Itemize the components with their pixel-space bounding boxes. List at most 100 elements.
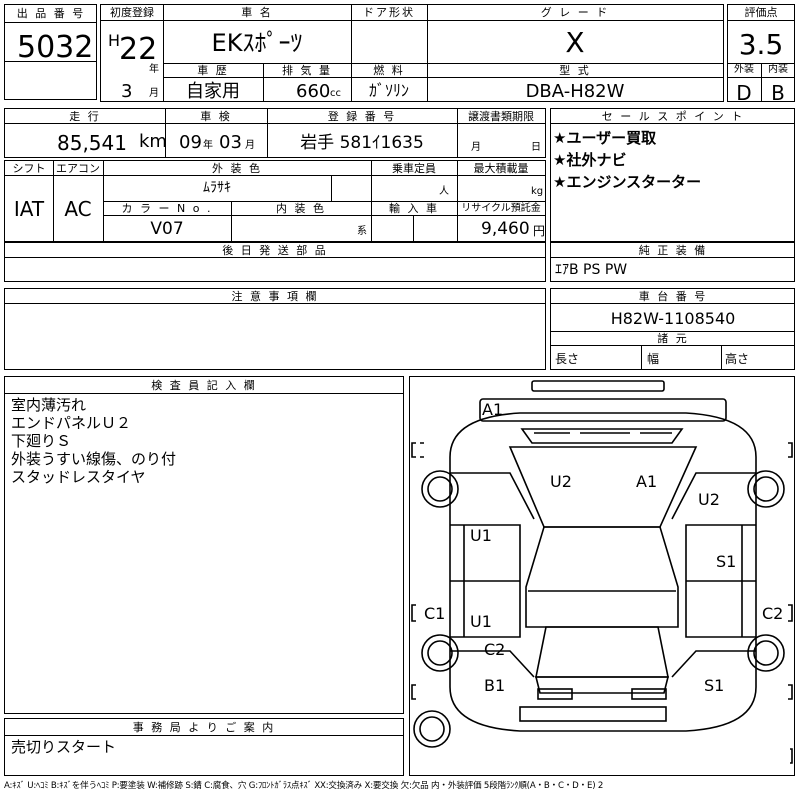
mark-s1-right: S1 [716,552,736,571]
sales-point-3: ★エンジンスターター [553,173,702,191]
mark-c2-rear-left: C2 [484,640,505,659]
era: H [108,31,121,50]
transfer-day-unit: 日 [531,142,541,153]
reg-month-unit: 月 [149,88,159,99]
inspector-line-3: 下廻りＳ [11,432,72,450]
length-label: 長さ [555,352,580,366]
mark-u1-left-rear: U1 [470,612,492,631]
office-label: 事 務 局 よ り ご 案 内 [132,721,276,734]
office-box: 事 務 局 よ り ご 案 内 売切りスタート [4,718,404,776]
score-value: 3.5 [738,28,784,61]
mileage-row: 走 行 85,541 km 車 検 09 年 03 月 登 録 番 号 岩手 5… [4,108,546,158]
reg-year: 22 [119,32,158,67]
ac-value: AC [64,197,92,221]
inspector-line-2: エンドパネルＵ２ [11,414,132,432]
mark-b1-rear: B1 [484,676,505,695]
height-label: 高さ [725,352,750,366]
plate-label: 登 録 番 号 [327,110,397,123]
load-label: 最大積載量 [473,162,529,175]
mark-c2-right: C2 [762,604,783,623]
grade-value: X [565,26,585,59]
grade-label: グ レ ー ド [540,6,610,19]
office-value: 売切りスタート [11,738,117,756]
color-no-label: カ ラ ー N o . [121,202,213,215]
plate-value: 岩手 581ｲ1635 [300,133,424,153]
specs-row: シフト IAT エアコン AC 外 装 色 ﾑﾗｻｷ 乗車定員 人 最大積載量 … [4,160,546,242]
notes-box: 注 意 事 項 欄 [4,288,546,370]
model-value: DBA-H82W [525,81,625,102]
notes-label: 注 意 事 項 欄 [231,290,319,303]
recycle-unit: 円 [533,224,546,238]
int-color-label: 内 装 色 [276,202,326,215]
sales-point-1: ★ユーザー買取 [553,129,657,147]
later-parts-label: 後 日 発 送 部 品 [222,244,328,257]
first-reg-box: 初度登録 H 22 年 3 月 車 名 EKｽﾎﾟｰﾂ ドア形状 グ レ ー ド… [100,4,724,102]
inspector-box: 検 査 員 記 入 欄 室内薄汚れ エンドパネルＵ２ 下廻りＳ 外装うすい線傷、… [4,376,404,714]
recycle-value: 9,460 [481,219,530,239]
door-label: ドア形状 [363,6,415,19]
ext-color-label: 外 装 色 [212,162,262,175]
first-reg-label: 初度登録 [110,6,154,19]
load-unit: kg [531,186,544,197]
inspection-month-unit: 月 [245,140,255,151]
inspector-line-5: スタッドレスタイヤ [11,468,146,486]
width-label: 幅 [647,352,660,366]
score-box: 評価点 3.5 外装 内装 D B [727,4,795,105]
import-label: 輸 入 車 [389,202,439,215]
sales-points-box: セ ー ル ス ポ イ ン ト ★ユーザー買取 ★社外ナビ ★エンジンスターター [550,108,795,242]
inspection-year: 09 [179,132,202,153]
specs-label: 諸 元 [657,332,689,345]
mark-s1-rear-right: S1 [704,676,724,695]
lot-box: 出 品 番 号 5032 [4,4,97,100]
history-value: 自家用 [186,81,240,102]
car-diagram: A1 U2 A1 U2 U1 S1 C1 C2 U1 C2 B1 S1 [409,376,795,776]
exterior-grade: D [736,81,752,105]
history-label: 車 歴 [197,64,229,77]
inspection-label: 車 検 [200,110,232,123]
chassis-label: 車 台 番 号 [638,290,708,303]
capacity-label: 乗車定員 [392,162,436,175]
inspector-label: 検 査 員 記 入 欄 [151,379,257,392]
chassis-value: H82W-1108540 [610,309,736,328]
reg-year-unit: 年 [149,64,159,75]
inspection-month: 03 [219,132,242,153]
equipment-label: 純 正 装 備 [638,244,708,257]
color-no-value: V07 [150,219,184,239]
ext-color-value: ﾑﾗｻｷ [203,180,231,196]
reg-month: 3 [121,81,133,102]
displacement-label: 排 気 量 [282,64,332,77]
car-name-label: 車 名 [241,6,273,19]
equipment-value: ｴｱB PS PW [555,262,628,278]
sales-points-label: セ ー ル ス ポ イ ン ト [601,110,745,123]
chassis-box: 車 台 番 号 H82W-1108540 諸 元 長さ 幅 高さ [550,288,795,370]
mark-u1-left-front: U1 [470,526,492,545]
mileage-value: 85,541 [57,131,127,155]
fuel-label: 燃 料 [373,64,405,77]
mark-c1-left: C1 [424,604,445,623]
displacement-unit: cc [330,88,341,99]
car-name: EKｽﾎﾟｰﾂ [211,29,303,57]
mileage-label: 走 行 [69,110,101,123]
mark-u2-right: U2 [698,490,720,509]
recycle-label: リサイクル預託金 [461,203,541,214]
interior-label: 内装 [768,64,788,75]
transfer-label: 譲渡書類期限 [468,110,534,123]
shift-label: シフト [12,162,46,175]
interior-grade: B [771,81,785,105]
shift-value: IAT [13,197,45,221]
score-label: 評価点 [744,6,778,19]
mark-a1-hood: A1 [636,472,657,491]
sales-point-2: ★社外ナビ [553,151,627,169]
mileage-unit: km [139,131,167,152]
capacity-unit: 人 [439,186,449,197]
inspection-year-unit: 年 [203,140,213,151]
car-diagram-svg: A1 U2 A1 U2 U1 S1 C1 C2 U1 C2 B1 S1 [411,380,793,764]
mark-a1-top: A1 [482,400,503,419]
transfer-month-unit: 月 [471,142,481,153]
exterior-label: 外装 [734,64,754,75]
lot-label: 出 品 番 号 [16,7,86,20]
ac-label: エアコン [56,162,100,175]
inspector-line-1: 室内薄汚れ [11,396,87,414]
later-parts-box: 後 日 発 送 部 品 [4,242,546,282]
lot-number: 5032 [17,30,94,65]
